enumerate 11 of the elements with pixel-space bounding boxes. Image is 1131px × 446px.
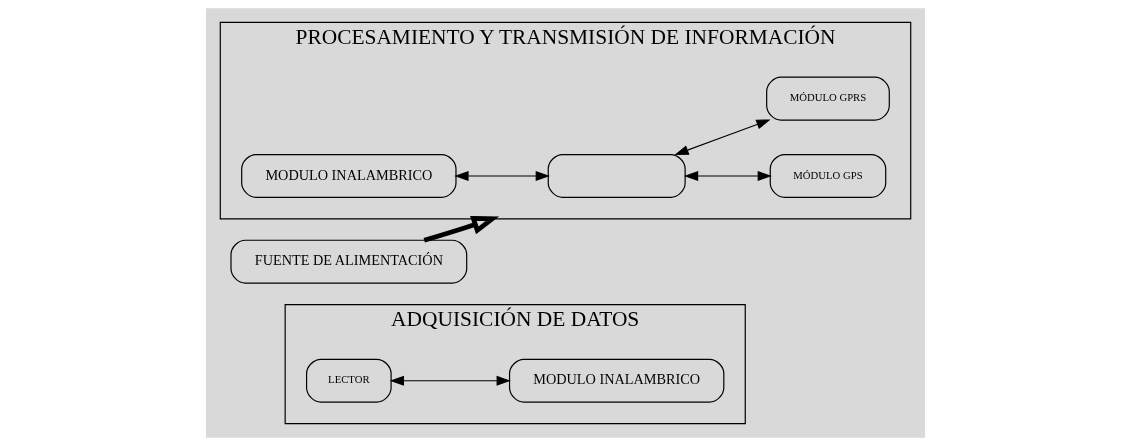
node-box: LECTOR <box>306 358 392 403</box>
arrow <box>454 170 550 181</box>
node-box: MÓDULO GPS <box>769 153 887 198</box>
node-box: FUENTE DE ALIMENTACIÓN <box>230 239 468 284</box>
arrow <box>683 170 772 181</box>
node-box: MODULO INALAMBRICO <box>508 358 725 403</box>
node-box: MODULO INALAMBRICO <box>241 153 457 198</box>
node-box <box>547 153 686 198</box>
arrow <box>674 119 771 156</box>
arrow <box>389 375 511 386</box>
node-box: MÓDULO GPRS <box>766 76 890 121</box>
